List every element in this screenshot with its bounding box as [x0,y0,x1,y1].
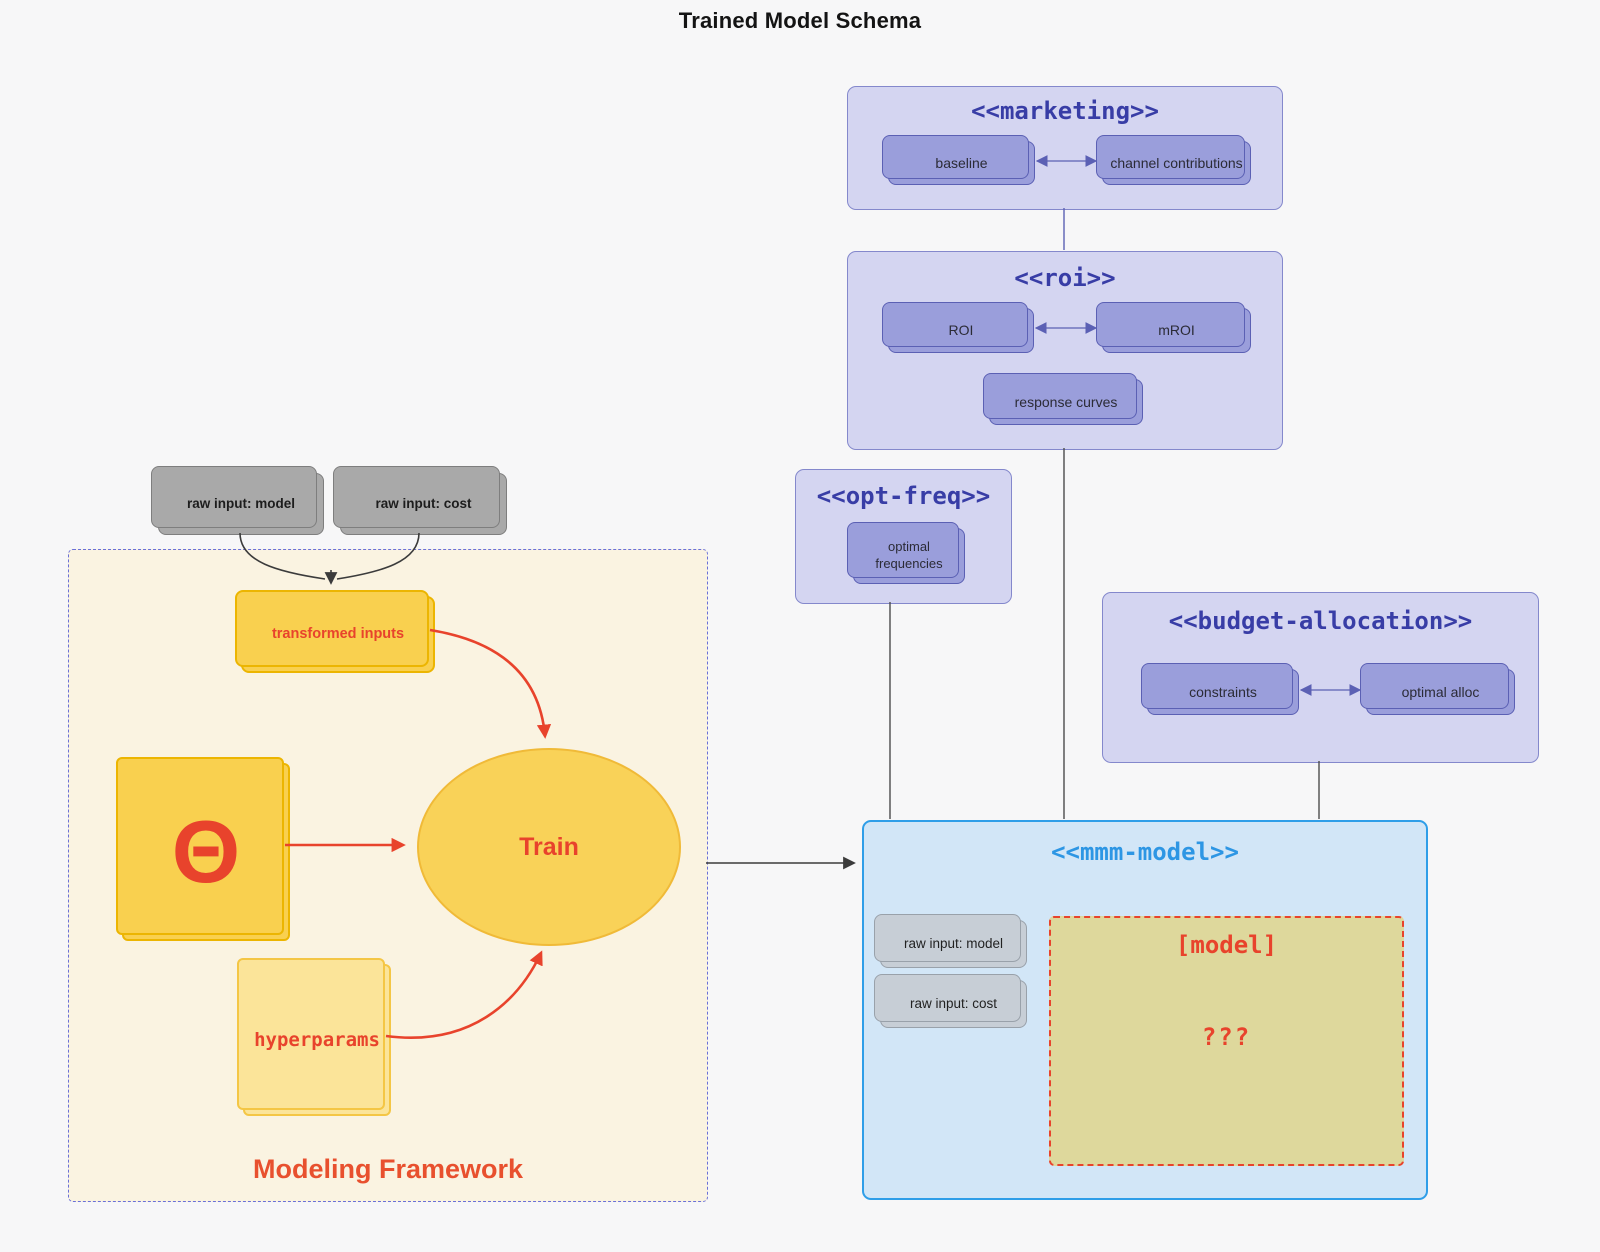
node-optimal-alloc-label: optimal alloc [1401,683,1480,700]
node-optimal-frequencies-label: optimal frequencies [875,539,943,571]
node-baseline-label: baseline [935,154,988,171]
node-raw-input-cost: raw input: cost [333,466,507,535]
node-raw-input-cost-label: raw input: cost [375,496,472,512]
node-constraints-label: constraints [1189,683,1257,700]
node-transformed-inputs-label: transformed inputs [271,626,405,643]
node-channel-contributions: channel contributions [1096,135,1251,185]
node-raw-input-cost-mmm: raw input: cost [874,974,1027,1028]
page-title: Trained Model Schema [678,8,922,33]
node-mroi: mROI [1096,302,1251,353]
node-train: Train [417,748,681,946]
node-response-curves-label: response curves [1014,393,1118,410]
node-raw-input-cost-mmm-label: raw input: cost [909,996,998,1012]
node-hyperparams-label: hyperparams [254,1028,380,1051]
container-mmm-model: <<mmm-model>> raw input: model raw input… [862,820,1428,1200]
container-roi-title: <<roi>> [1014,264,1116,292]
model-box-question-marks: ??? [1201,1023,1252,1051]
node-constraints: constraints [1141,663,1299,715]
container-budget-allocation: <<budget-allocation>> constraints optima… [1102,592,1539,763]
node-baseline: baseline [882,135,1035,185]
node-raw-input-model-mmm: raw input: model [874,914,1027,968]
modeling-framework-label: Modeling Framework [252,1154,524,1184]
node-train-label: Train [519,832,579,861]
node-hyperparams: hyperparams [237,958,391,1116]
node-theta-label: Θ [171,802,241,901]
container-marketing-title: <<marketing>> [971,97,1159,125]
container-opt-freq: <<opt-freq>> optimal frequencies [795,469,1012,604]
node-raw-input-model-label: raw input: model [187,496,295,512]
node-channel-contributions-label: channel contributions [1110,154,1243,171]
node-raw-input-model: raw input: model [151,466,324,535]
node-raw-input-model-mmm-label: raw input: model [903,936,1004,952]
node-theta: Θ [116,757,290,941]
container-marketing: <<marketing>> baseline channel contribut… [847,86,1283,210]
node-transformed-inputs: transformed inputs [235,590,435,673]
container-opt-freq-title: <<opt-freq>> [816,482,991,510]
model-box-label: [model] [1175,931,1278,959]
node-optimal-alloc: optimal alloc [1360,663,1515,715]
model-placeholder-box: [model] ??? [1049,916,1404,1166]
node-roi-label: ROI [948,322,974,339]
container-roi: <<roi>> ROI mROI response curves [847,251,1283,450]
container-modeling-framework: transformed inputs Θ Train hyperparams M… [68,549,708,1202]
container-mmm-model-title: <<mmm-model>> [1051,838,1239,866]
container-budget-allocation-title: <<budget-allocation>> [1168,607,1473,635]
node-roi: ROI [882,302,1034,353]
node-optimal-frequencies: optimal frequencies [847,522,965,584]
node-response-curves: response curves [983,373,1143,425]
node-mroi-label: mROI [1158,322,1195,339]
